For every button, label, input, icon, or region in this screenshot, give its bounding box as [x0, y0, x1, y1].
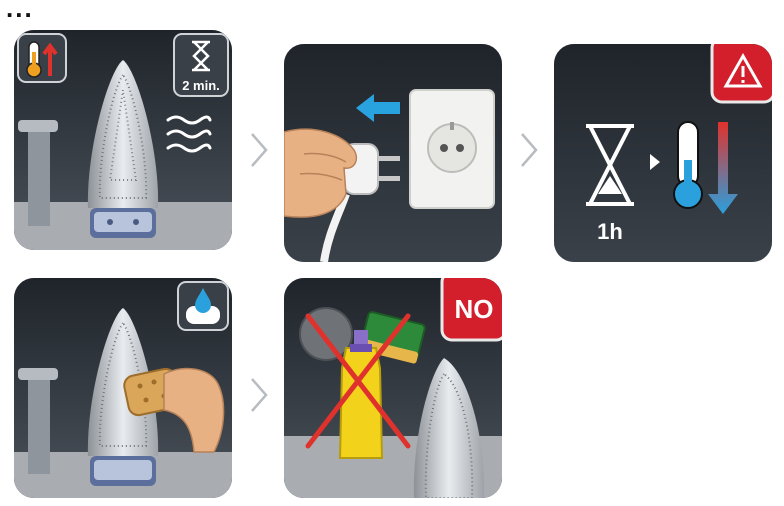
step-no-abrasives-panel: NO: [284, 278, 502, 498]
continuation-ellipsis: ...: [6, 0, 34, 16]
wait-time-label: 2 min.: [182, 78, 220, 93]
next-step-chevron: [518, 130, 540, 170]
step-unplug-panel: [284, 44, 502, 262]
step-heat-panel: 2 min.: [14, 30, 232, 250]
faucet: [28, 126, 50, 226]
faucet: [28, 374, 50, 474]
step-wipe-panel: [14, 278, 232, 498]
damp-sponge-badge: [178, 282, 228, 330]
no-badge: NO: [442, 278, 502, 340]
no-label: NO: [455, 294, 494, 324]
hourglass-2min-badge: 2 min.: [174, 34, 228, 96]
thermometer-rising-icon: [18, 34, 66, 82]
thermometer-cooling-icon: [674, 122, 702, 208]
wall-socket: [410, 90, 494, 208]
warning-badge: [712, 44, 772, 102]
cooling-time-label: 1h: [597, 219, 623, 244]
next-step-chevron: [248, 130, 270, 170]
step-cool-panel: 1h: [554, 44, 772, 262]
next-step-chevron: [248, 375, 270, 415]
